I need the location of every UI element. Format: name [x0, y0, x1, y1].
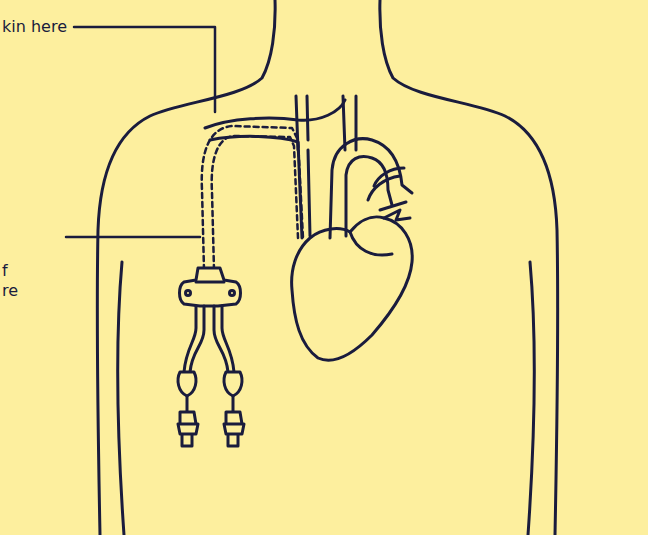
body-outline [380, 0, 558, 535]
hub-hole [230, 291, 235, 296]
hub-line [196, 281, 224, 284]
vein [308, 150, 310, 236]
callout-text: kin here [2, 17, 67, 37]
lumen [187, 396, 233, 412]
aorta-branch [380, 202, 406, 210]
heart [384, 210, 410, 220]
hub-hole [186, 291, 191, 296]
vessel [307, 96, 308, 140]
clamp [224, 372, 242, 396]
body-outline [97, 0, 275, 535]
callout-text: re [2, 281, 18, 301]
vessel [355, 96, 358, 150]
vein [210, 136, 302, 238]
leader-line [74, 27, 215, 112]
clamp [178, 372, 196, 396]
luer-connector [224, 412, 244, 446]
luer-connector [178, 412, 198, 446]
catheter [202, 126, 303, 270]
vein [205, 100, 345, 128]
arm-line [528, 262, 534, 535]
aorta-branch [368, 176, 400, 200]
arm-line [118, 262, 124, 535]
catheter-hub [180, 268, 241, 306]
aorta [330, 139, 412, 238]
callout-text: f [2, 261, 8, 281]
catheter [212, 136, 298, 270]
lumen [184, 306, 196, 372]
heart [292, 217, 413, 360]
heart [350, 232, 392, 255]
leader-line [66, 236, 200, 239]
lumen [222, 306, 234, 372]
